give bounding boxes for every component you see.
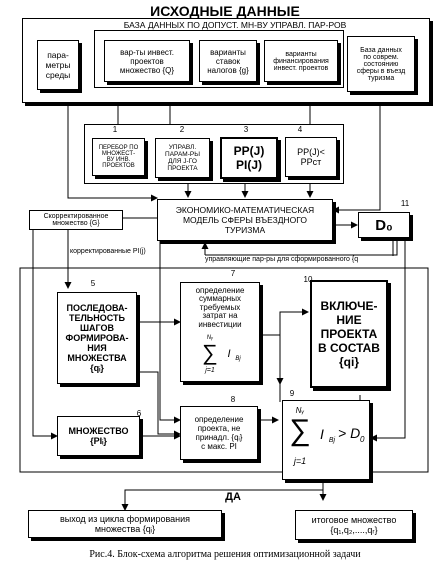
control-params-label: управляющие пар-ры для сформированного {… (205, 256, 359, 263)
finance-variants-box: варианты финансирования инвест. проектов (264, 40, 338, 82)
block7-sum-term: I (227, 348, 231, 360)
step4-number: 4 (297, 125, 303, 134)
final-set-box: итоговое множество {q₁,q₂,....,qᵣ} (295, 510, 413, 540)
block5-number: 5 (90, 279, 96, 288)
step3-pp-pi: PP(J) PI(J) (220, 137, 278, 179)
block8-number: 8 (230, 395, 236, 404)
block7-sum-lower-limit: j=1 (205, 367, 215, 374)
block7-total-investment: определение суммарных требуемых затрат н… (180, 282, 260, 382)
block7-sum-subscript: Bj (235, 356, 241, 362)
exit-loop-box: выход из цикла формирования множества {q… (28, 510, 222, 538)
state-database-box: База данных по соврем. состоянию сферы в… (347, 36, 415, 92)
block9-sum-sign: ∑ (289, 414, 311, 447)
block5-set-formation-steps: ПОСЛЕДОВА- ТЕЛЬНОСТЬ ШАГОВ ФОРМИРОВА- НИ… (57, 292, 137, 384)
d0-number: 11 (400, 199, 410, 208)
corrected-set-label: Скорректированное множество {G} (29, 210, 123, 230)
block7-text: определение суммарных требуемых затрат н… (195, 286, 245, 329)
block9-number: 9 (289, 389, 295, 398)
block7-number: 7 (230, 269, 236, 278)
d0-box: D₀ (358, 212, 410, 238)
step1-number: 1 (112, 125, 118, 134)
step2-control-params: УПРАВЛ. ПАРАМ-РЫ ДЛЯ J-ГО ПРОЕКТА (155, 138, 210, 178)
block7-sum-sign: ∑ (202, 340, 218, 365)
block9-comparison: > D (338, 425, 361, 441)
tourism-model-box: ЭКОНОМИКО-МАТЕМАТИЧЕСКАЯ МОДЕЛЬ СФЕРЫ ВЪ… (157, 199, 333, 241)
figure-caption: Рис.4. Блок-схема алгоритма решения опти… (89, 549, 361, 560)
block10-include-project: ВКЛЮЧЕ- НИЕ ПРОЕКТА В СОСТАВ {qi} (310, 280, 388, 388)
block8-max-pi-project: определение проекта, не принадл. {qᵢ} с … (180, 406, 258, 460)
block10-number: 10 (303, 275, 313, 284)
step3-number: 3 (243, 125, 249, 134)
block7-sum-upper-limit: Nᵧ (206, 335, 214, 341)
step1-enumerate-projects: ПЕРЕБОР ПО МНОЖЕСТ- ВУ ИНВ. ПРОЕКТОВ (92, 138, 145, 176)
block6-number: 6 (136, 409, 142, 418)
step4-pp-check: PP(J)< PPст (285, 137, 337, 177)
env-params-box: пара- метры среды (37, 40, 79, 90)
tax-variants-box: варианты ставок налогов {g} (199, 40, 257, 82)
page-title: ИСХОДНЫЕ ДАННЫЕ (150, 3, 300, 19)
corrected-pi-label: корректированные PI(j) (70, 248, 146, 255)
block9-sum-term: I (320, 426, 324, 442)
project-variants-box: вар-ты инвест. проектов множество {Q} (104, 40, 190, 82)
block9-sum-upper-limit: Nᵧ (295, 406, 305, 415)
step2-number: 2 (179, 125, 185, 134)
block9-sum-subscript: Bj (328, 437, 336, 444)
block9-investment-vs-d0: Nᵧ ∑ I Bj > D 0 j=1 (282, 400, 370, 480)
database-label: БАЗА ДАННЫХ ПО ДОПУСТ. МН-ВУ УПРАВЛ. ПАР… (123, 20, 347, 30)
block6-pi-set: МНОЖЕСТВО {PIᵢ} (57, 416, 140, 456)
yes-label: ДА (225, 491, 241, 503)
block9-comparison-subscript: 0 (360, 435, 365, 444)
block9-sum-lower-limit: j=1 (293, 456, 307, 466)
